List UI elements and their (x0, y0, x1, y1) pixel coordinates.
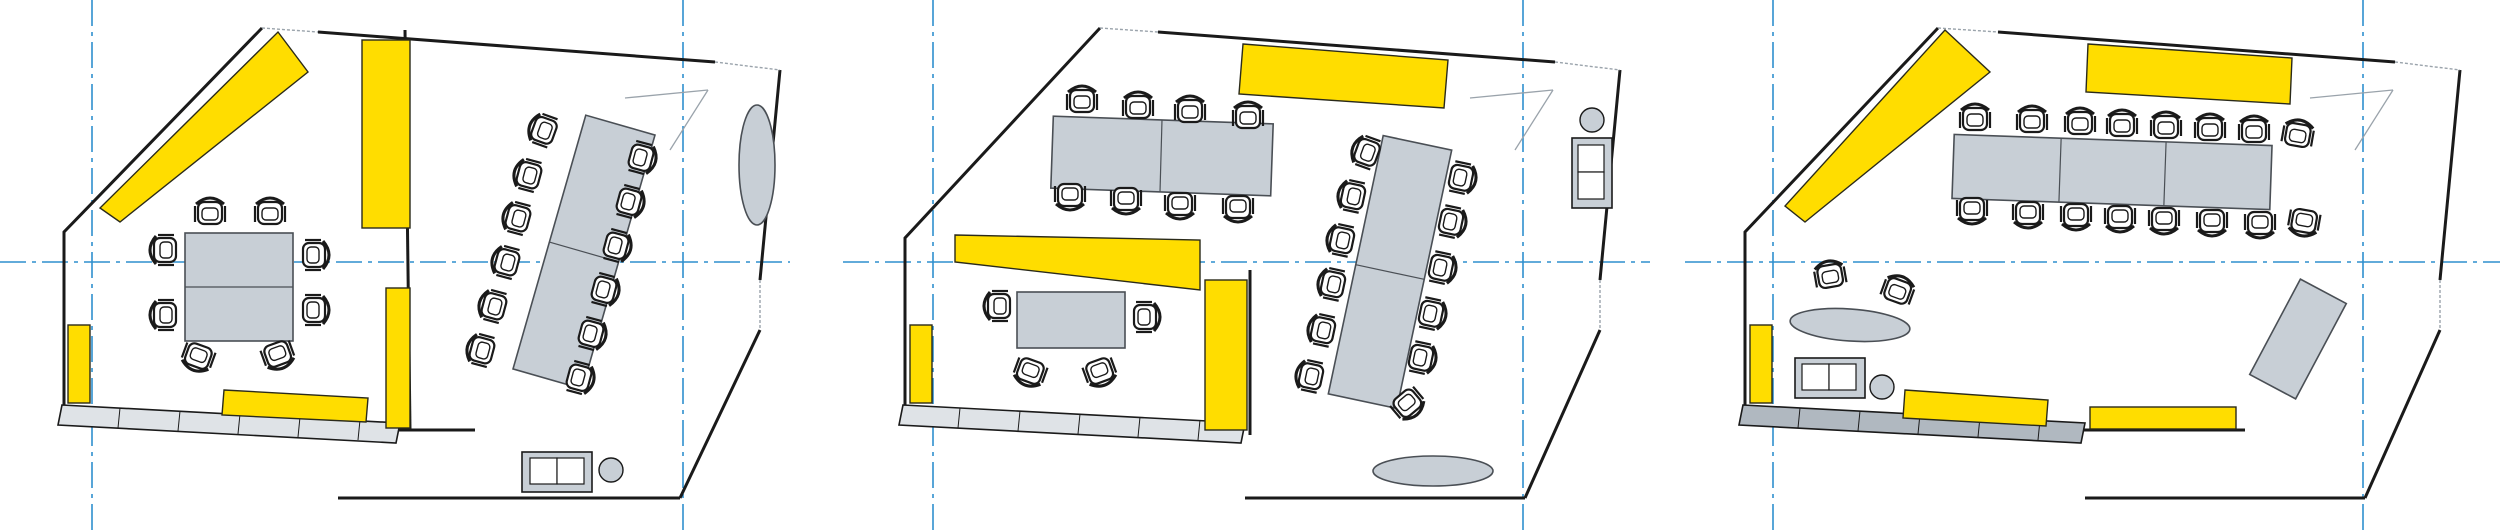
square-table-group-a (184, 232, 294, 342)
chair-icon (1445, 159, 1481, 198)
storage-b (909, 43, 1449, 431)
chair-icon (148, 233, 178, 267)
chair-icon (1811, 257, 1849, 291)
floor-plan-layout-c (1738, 26, 2462, 500)
chair-icon (2011, 200, 2045, 230)
glazing-b (1099, 27, 1621, 330)
chair-icon (498, 198, 534, 238)
glazing-a (261, 27, 781, 330)
chair-icon (1425, 249, 1461, 288)
chair-icon (487, 242, 523, 282)
chair-icon (1435, 203, 1471, 242)
oval-table-c (1789, 307, 1911, 343)
door-swing-icon (624, 89, 709, 151)
chair-icon (1333, 176, 1369, 215)
floor-plan-layout-a (57, 26, 782, 500)
side-table-icon (1579, 107, 1605, 133)
triple-table-top-c (1951, 133, 2273, 211)
chair-icon (1121, 90, 1155, 120)
small-table-b (1016, 291, 1126, 349)
chair-icon (2059, 202, 2093, 232)
oval-table-b (1372, 455, 1494, 487)
chair-icon (2237, 114, 2271, 144)
side-table-icon (1869, 374, 1895, 400)
side-table-icon (598, 457, 624, 483)
walls-b (903, 26, 1622, 500)
sofa-icon (1571, 137, 1613, 209)
storage-c (1749, 29, 2293, 430)
chair-icon (1415, 295, 1451, 334)
chair-icon (2279, 116, 2317, 150)
walls-c (1743, 26, 2462, 500)
door-swing-icon (1469, 89, 1554, 151)
chair-icon (2105, 108, 2139, 138)
chair-icon (193, 196, 227, 226)
chair-icon (2147, 206, 2181, 236)
chair-icon (1303, 310, 1339, 349)
chair-icon (1009, 354, 1050, 392)
chair-icon (523, 109, 561, 150)
chair-icon (1313, 264, 1349, 303)
chair-icon (1053, 182, 1087, 212)
chair-icon (982, 289, 1012, 323)
chair-icon (1065, 84, 1099, 114)
sofa-icon (1794, 357, 1866, 399)
chair-icon (1291, 356, 1327, 395)
chair-icon (1231, 100, 1265, 130)
chair-icon (1132, 300, 1162, 334)
chair-icon (1322, 220, 1358, 259)
chair-icon (2285, 206, 2323, 240)
chair-icon (1109, 186, 1143, 216)
chair-icon (474, 286, 510, 326)
sofa-icon (521, 451, 593, 493)
chair-icon (1958, 102, 1992, 132)
chair-icon (2193, 112, 2227, 142)
long-table-diagonal-b (1327, 134, 1453, 410)
chair-icon (1173, 94, 1207, 124)
chair-icon (2243, 210, 2277, 240)
chair-icon (2015, 104, 2049, 134)
chair-icon (148, 298, 178, 332)
tilted-table-c (2248, 278, 2348, 400)
chair-icon (177, 339, 218, 377)
chair-icon (258, 337, 299, 375)
chair-icon (1163, 191, 1197, 221)
door-swing-icon (2309, 89, 2394, 151)
oval-table-a (738, 104, 776, 226)
chair-icon (1405, 339, 1441, 378)
floor-plan-layout-b (898, 26, 1622, 500)
chair-icon (1955, 196, 1989, 226)
chair-icon (1878, 270, 1919, 308)
glazing-c (1937, 27, 2461, 330)
chair-icon (2063, 106, 2097, 136)
chair-icon (253, 196, 287, 226)
double-table-top-b (1049, 115, 1275, 197)
chair-icon (1221, 194, 1255, 224)
chair-icon (301, 238, 331, 272)
chair-icon (462, 330, 498, 370)
chair-icon (1080, 354, 1121, 392)
chair-icon (301, 293, 331, 327)
window-strip-b (898, 404, 1246, 444)
chair-icon (509, 155, 545, 195)
storage-a (67, 30, 411, 429)
chair-icon (2149, 110, 2183, 140)
chair-icon (2103, 204, 2137, 234)
chair-icon (2195, 208, 2229, 238)
